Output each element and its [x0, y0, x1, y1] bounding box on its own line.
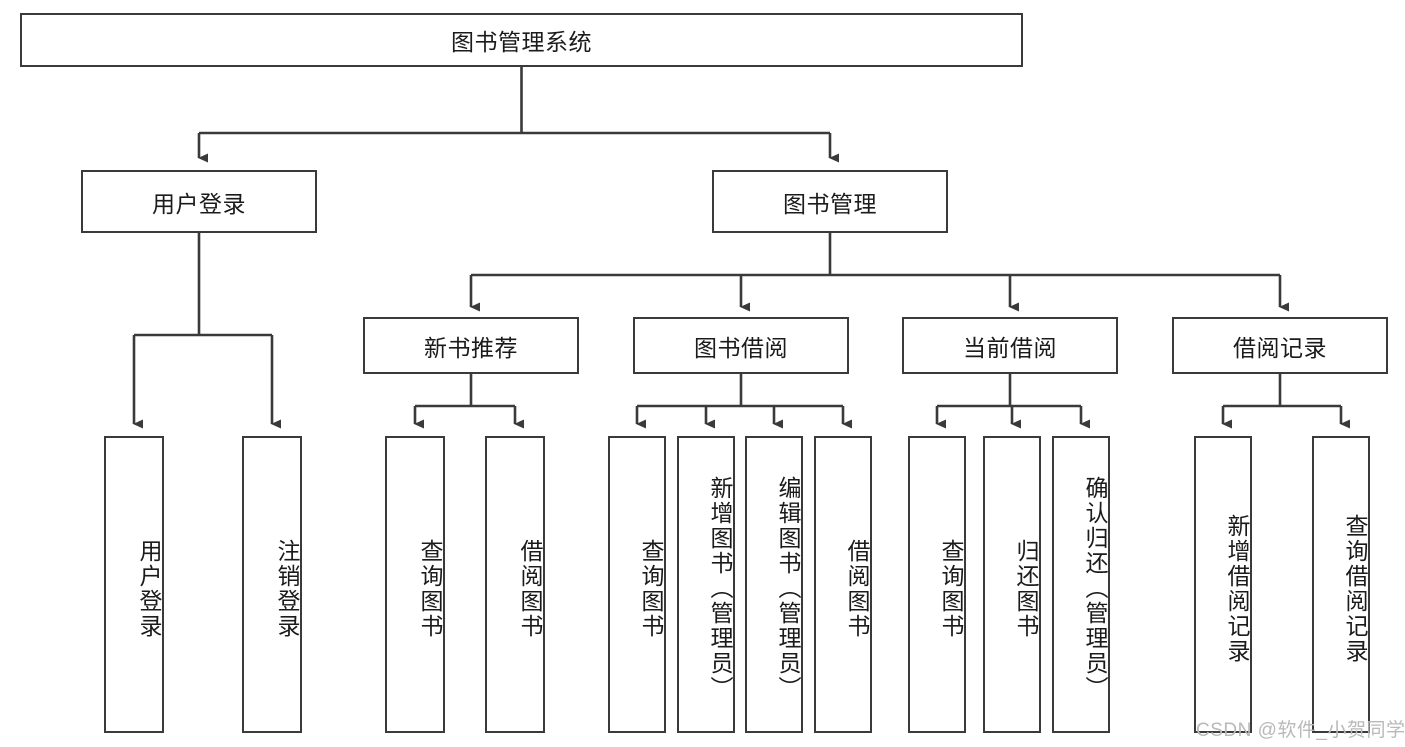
leaf-query-book-current[interactable]: 查询图书	[908, 436, 966, 733]
node-root-library-management-system[interactable]: 图书管理系统	[20, 13, 1023, 67]
node-label: 查询图书	[638, 538, 664, 639]
node-label: 当前借阅	[963, 334, 1057, 361]
watermark-credit: CSDN @软件_小贺同学	[1196, 720, 1405, 741]
node-label: 注销登录	[274, 538, 300, 639]
leaf-query-book-recommendation[interactable]: 查询图书	[385, 436, 445, 733]
node-label: 新书推荐	[424, 334, 518, 361]
leaf-borrow-book-borrowing[interactable]: 借阅图书	[814, 436, 872, 733]
node-label: 新增借阅记录	[1224, 513, 1250, 664]
leaf-logout[interactable]: 注销登录	[242, 436, 302, 733]
node-label: 归还图书	[1013, 538, 1039, 639]
node-label: 借阅图书	[517, 538, 543, 639]
leaf-user-login[interactable]: 用户登录	[104, 436, 164, 733]
node-label: 查询借阅记录	[1342, 513, 1368, 664]
leaf-confirm-return-admin[interactable]: 确认归还（管理员）	[1052, 436, 1110, 733]
node-label: 查询图书	[938, 538, 964, 639]
leaf-add-book-admin[interactable]: 新增图书（管理员）	[677, 436, 735, 733]
node-new-book-recommendation[interactable]: 新书推荐	[363, 317, 579, 374]
leaf-add-borrow-record[interactable]: 新增借阅记录	[1194, 436, 1252, 733]
leaf-return-book[interactable]: 归还图书	[983, 436, 1041, 733]
leaf-query-borrow-record[interactable]: 查询借阅记录	[1312, 436, 1370, 733]
node-label: 图书管理系统	[451, 29, 592, 55]
node-label: 借阅记录	[1233, 334, 1327, 361]
node-label: 确认归还（管理员）	[1082, 476, 1108, 701]
node-book-borrowing[interactable]: 图书借阅	[633, 317, 849, 374]
node-label: 新增图书（管理员）	[707, 476, 733, 701]
node-label: 图书借阅	[694, 334, 788, 361]
node-label: 图书管理	[783, 190, 877, 217]
leaf-borrow-book-recommendation[interactable]: 借阅图书	[485, 436, 545, 733]
leaf-query-book-borrowing[interactable]: 查询图书	[608, 436, 666, 733]
node-borrowing-records[interactable]: 借阅记录	[1172, 317, 1388, 374]
node-label: 查询图书	[417, 538, 443, 639]
node-current-borrowing[interactable]: 当前借阅	[902, 317, 1118, 374]
node-label: 用户登录	[152, 190, 246, 217]
node-label: 借阅图书	[844, 538, 870, 639]
node-label: 用户登录	[136, 538, 162, 639]
node-label: 编辑图书（管理员）	[775, 476, 801, 701]
node-book-management[interactable]: 图书管理	[712, 170, 948, 233]
node-user-login[interactable]: 用户登录	[81, 170, 317, 233]
leaf-edit-book-admin[interactable]: 编辑图书（管理员）	[745, 436, 803, 733]
